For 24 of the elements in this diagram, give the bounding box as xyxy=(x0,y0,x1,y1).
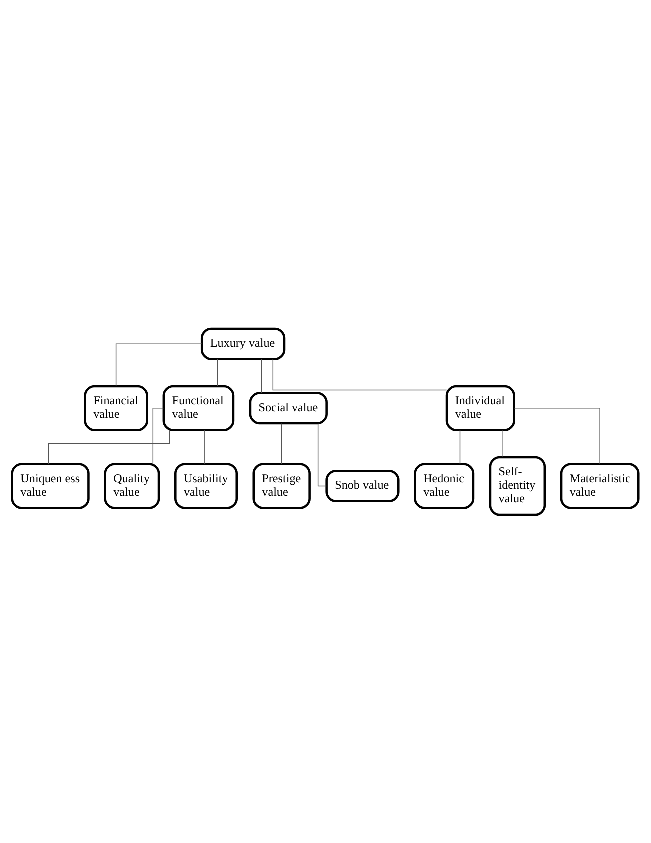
node-box: Materialistic value xyxy=(560,462,640,509)
node-box: Self- identity value xyxy=(489,456,546,516)
node-box: Individual value xyxy=(446,384,516,431)
connector xyxy=(460,430,461,464)
node-box: Social value xyxy=(249,392,328,424)
connector xyxy=(261,358,262,393)
connector xyxy=(116,343,202,386)
connector xyxy=(48,430,170,464)
connector xyxy=(204,430,205,464)
node-box: Hedonic value xyxy=(414,462,475,509)
connector xyxy=(281,422,282,464)
connector xyxy=(502,430,503,458)
node-box: Quality value xyxy=(104,462,160,509)
node-box: Functional value xyxy=(162,384,235,431)
connector xyxy=(514,408,600,464)
node-box: Financial value xyxy=(84,384,148,431)
node-box: Usability value xyxy=(174,462,238,509)
node-box: Snob value xyxy=(326,470,400,502)
connector xyxy=(318,422,328,486)
node-box: Luxury value xyxy=(200,327,286,360)
connector xyxy=(217,358,218,386)
node-box: Prestige value xyxy=(252,462,311,509)
node-box: Uniquen ess value xyxy=(11,462,90,509)
connector xyxy=(272,358,448,390)
